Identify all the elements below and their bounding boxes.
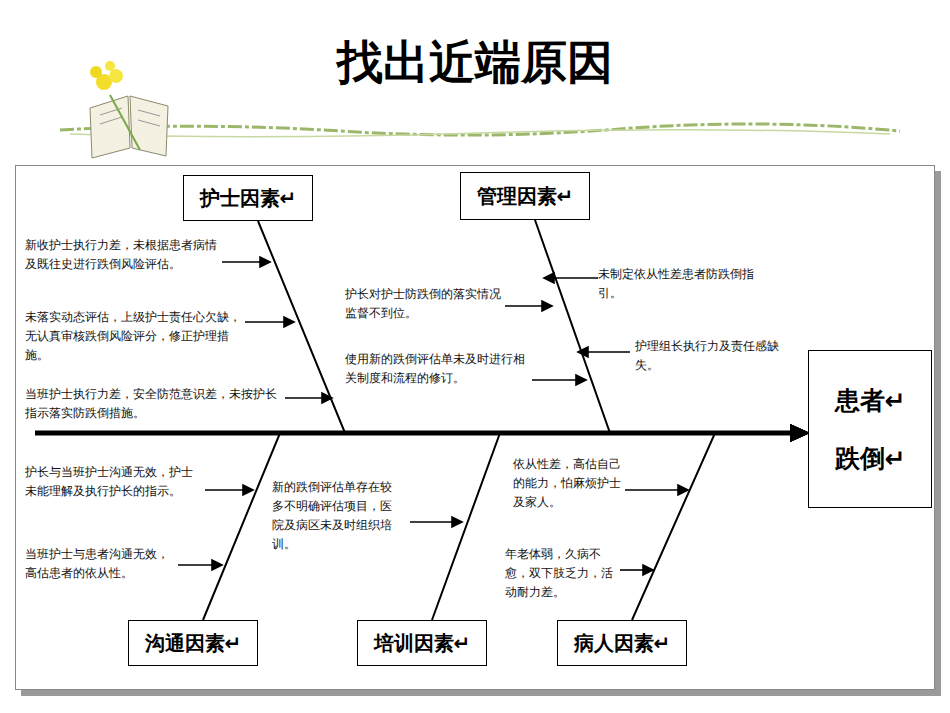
fishbone-connector bbox=[535, 220, 808, 433]
cause-note: 未落实动态评估，上级护士责任心欠缺，无认真审核跌倒风险评分，修正护理措施。 bbox=[25, 308, 243, 365]
title-text: 找出近端原因 bbox=[0, 32, 950, 94]
effect-box: 患者↵ 跌倒↵ bbox=[808, 350, 932, 508]
category-box: 培训因素↵ bbox=[357, 620, 487, 666]
cause-note: 护长与当班护士沟通无效，护士未能理解及执行护长的指示。 bbox=[25, 463, 203, 501]
cause-note: 新收护士执行力差，未根据患者病情及既往史进行跌倒风险评估。 bbox=[25, 236, 220, 274]
fishbone-connector bbox=[203, 433, 808, 620]
category-box: 病人因素↵ bbox=[557, 620, 687, 666]
cause-note: 新的跌倒评估单存在较多不明确评估项目，医院及病区未及时组织培训。 bbox=[272, 478, 402, 554]
fishbone-connector bbox=[258, 221, 808, 433]
cause-note: 当班护士执行力差，安全防范意识差，未按护长指示落实防跌倒措施。 bbox=[25, 385, 283, 423]
fishbone-connector bbox=[632, 433, 808, 620]
node-text: 患者↵ bbox=[835, 384, 906, 417]
cause-note: 未制定依从性差患者防跌倒指引。 bbox=[598, 265, 758, 303]
node-text: 管理因素↵ bbox=[477, 183, 574, 210]
cause-note: 依从性差，高估自己的能力，怕麻烦护士及家人。 bbox=[513, 455, 623, 512]
node-text: 病人因素↵ bbox=[574, 630, 671, 657]
cause-note: 年老体弱，久病不愈，双下肢乏力，活动耐力差。 bbox=[505, 545, 620, 602]
category-box: 沟通因素↵ bbox=[128, 620, 258, 666]
node-text: 跌倒↵ bbox=[835, 442, 906, 475]
node-text: 培训因素↵ bbox=[374, 630, 471, 657]
node-text: 护士因素↵ bbox=[200, 185, 297, 212]
cause-note: 当班护士与患者沟通无效，高估患者的依从性。 bbox=[25, 545, 175, 583]
node-text: 沟通因素↵ bbox=[145, 630, 242, 657]
cause-note: 护长对护士防跌倒的落实情况监督不到位。 bbox=[345, 285, 505, 323]
cause-note: 使用新的跌倒评估单未及时进行相关制度和流程的修订。 bbox=[345, 350, 530, 388]
category-box: 护士因素↵ bbox=[183, 175, 313, 221]
category-box: 管理因素↵ bbox=[460, 172, 590, 220]
fishbone-connector bbox=[432, 433, 808, 620]
cause-note: 护理组长执行力及责任感缺失。 bbox=[635, 337, 790, 375]
